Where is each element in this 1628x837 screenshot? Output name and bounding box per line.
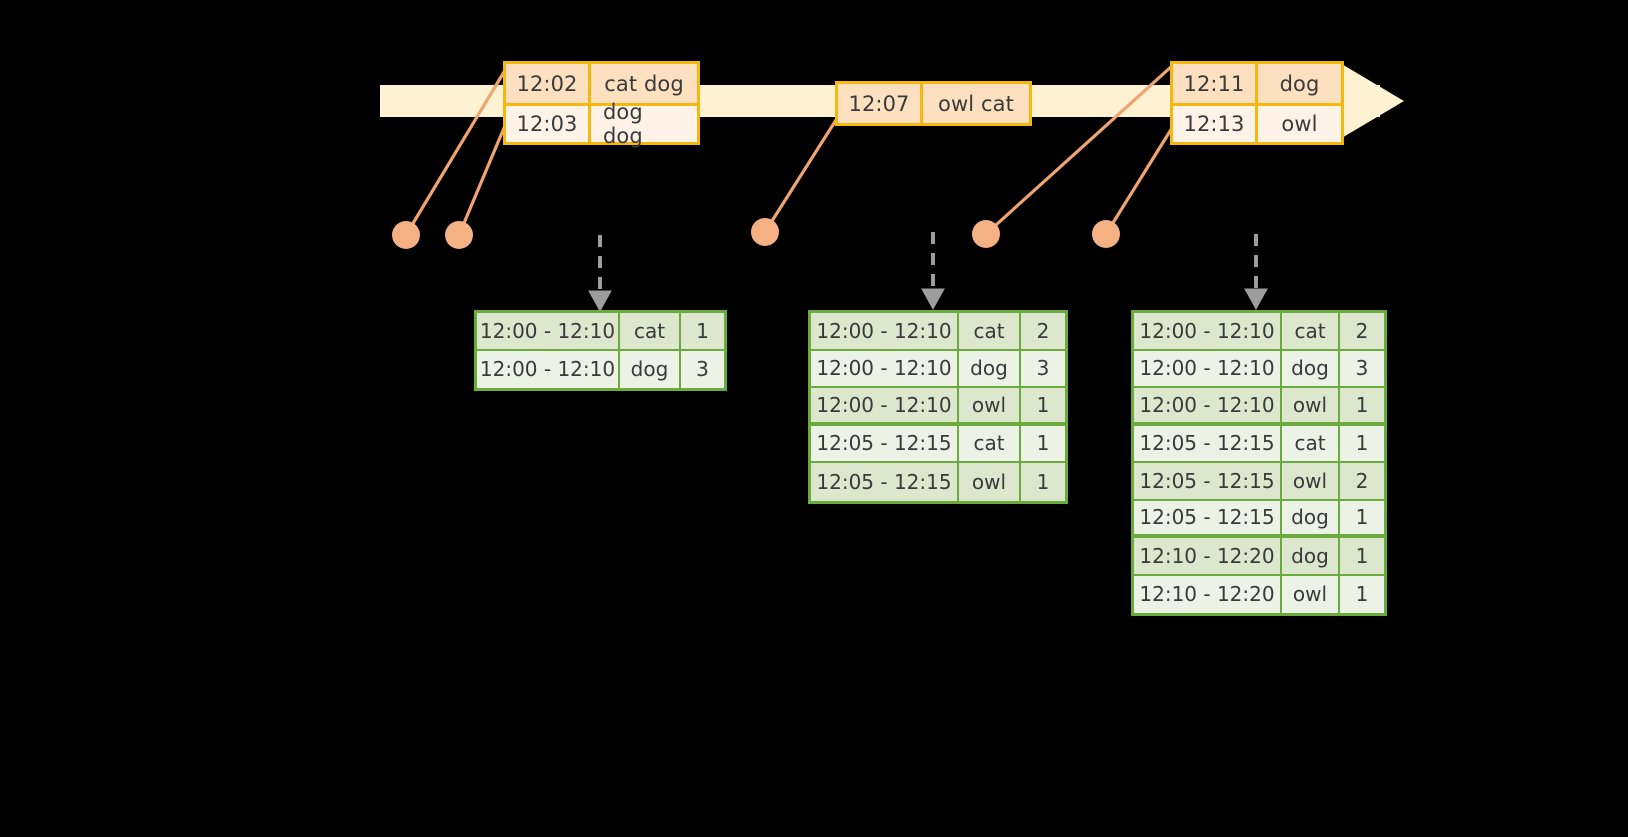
cell-key: dog (1282, 500, 1340, 538)
table-row[interactable]: 12:05 - 12:15 owl 2 (1134, 463, 1384, 501)
cell-window: 12:05 - 12:15 (811, 463, 959, 501)
cell-window: 12:05 - 12:15 (1134, 463, 1282, 501)
table-row[interactable]: 12:00 - 12:10 cat 1 (477, 313, 724, 351)
cell-key: cat (1282, 313, 1340, 351)
cell-key: owl (959, 463, 1021, 501)
event-time: 12:03 (506, 106, 591, 142)
cell-count: 1 (1021, 388, 1065, 426)
event-time: 12:02 (506, 64, 591, 103)
table-row[interactable]: 12:10 - 12:20 owl 1 (1134, 575, 1384, 613)
cell-key: owl (1282, 575, 1340, 613)
cell-count: 1 (1340, 575, 1384, 613)
dashed-arrow-3 (1244, 234, 1268, 311)
cell-window: 12:05 - 12:15 (811, 425, 959, 463)
cell-count: 2 (1340, 463, 1384, 501)
table-row[interactable]: 12:05 - 12:15 cat 1 (1134, 425, 1384, 463)
event-row[interactable]: 12:03 dog dog (506, 100, 697, 148)
table-row[interactable]: 12:00 - 12:10 owl 1 (1134, 388, 1384, 426)
stream-dot-4 (972, 220, 1000, 248)
event-time: 12:07 (838, 84, 923, 123)
event-time: 12:13 (1173, 106, 1258, 142)
cell-window: 12:05 - 12:15 (1134, 500, 1282, 538)
cell-count: 3 (1340, 350, 1384, 388)
event-group-3[interactable]: 12:11 dog 12:13 owl (1170, 61, 1344, 145)
event-row[interactable]: 12:13 owl (1173, 103, 1341, 142)
event-row[interactable]: 12:11 dog (1173, 64, 1341, 103)
event-payload: dog dog (591, 100, 697, 148)
cell-window: 12:00 - 12:10 (1134, 350, 1282, 388)
cell-key: dog (1282, 538, 1340, 576)
cell-count: 1 (1340, 500, 1384, 538)
cell-count: 1 (1340, 538, 1384, 576)
table-row[interactable]: 12:00 - 12:10 cat 2 (811, 313, 1065, 351)
table-row[interactable]: 12:00 - 12:10 dog 3 (1134, 350, 1384, 388)
event-group-2[interactable]: 12:07 owl cat (835, 81, 1032, 126)
cell-count: 2 (1340, 313, 1384, 351)
event-payload: owl (1258, 106, 1341, 142)
stream-dot-5 (1092, 220, 1120, 248)
event-row[interactable]: 12:07 owl cat (838, 84, 1029, 123)
cell-count: 1 (681, 313, 724, 351)
table-row[interactable]: 12:10 - 12:20 dog 1 (1134, 538, 1384, 576)
dashed-arrows (588, 232, 1268, 313)
cell-count: 1 (1340, 425, 1384, 463)
cell-window: 12:05 - 12:15 (1134, 425, 1282, 463)
cell-window: 12:00 - 12:10 (477, 313, 620, 351)
event-row[interactable]: 12:02 cat dog (506, 64, 697, 103)
cell-window: 12:10 - 12:20 (1134, 538, 1282, 576)
event-payload: cat dog (591, 64, 697, 103)
table-row[interactable]: 12:00 - 12:10 owl 1 (811, 388, 1065, 426)
cell-key: owl (1282, 463, 1340, 501)
cell-key: cat (1282, 425, 1340, 463)
event-payload: dog (1258, 64, 1341, 103)
dashed-arrow-1 (588, 235, 612, 313)
cell-key: owl (959, 388, 1021, 426)
stream-dot-2 (445, 221, 473, 249)
cell-count: 3 (1021, 350, 1065, 388)
cell-count: 1 (1021, 463, 1065, 501)
table-row[interactable]: 12:00 - 12:10 cat 2 (1134, 313, 1384, 351)
stream-dot-3 (751, 218, 779, 246)
cell-window: 12:00 - 12:10 (1134, 313, 1282, 351)
stream-dots (392, 218, 1120, 249)
aggregate-table-2[interactable]: 12:00 - 12:10 cat 2 12:00 - 12:10 dog 3 … (808, 310, 1068, 504)
cell-key: cat (959, 313, 1021, 351)
cell-window: 12:00 - 12:10 (811, 350, 959, 388)
cell-window: 12:00 - 12:10 (477, 350, 620, 388)
aggregate-table-1[interactable]: 12:00 - 12:10 cat 1 12:00 - 12:10 dog 3 (474, 310, 727, 391)
table-row[interactable]: 12:05 - 12:15 owl 1 (811, 463, 1065, 501)
cell-count: 2 (1021, 313, 1065, 351)
cell-window: 12:00 - 12:10 (811, 388, 959, 426)
cell-key: cat (620, 313, 681, 351)
cell-key: owl (1282, 388, 1340, 426)
event-time: 12:11 (1173, 64, 1258, 103)
cell-window: 12:10 - 12:20 (1134, 575, 1282, 613)
stream-dot-1 (392, 221, 420, 249)
aggregate-table-3[interactable]: 12:00 - 12:10 cat 2 12:00 - 12:10 dog 3 … (1131, 310, 1387, 616)
cell-key: cat (959, 425, 1021, 463)
event-payload: owl cat (923, 84, 1029, 123)
table-row[interactable]: 12:00 - 12:10 dog 3 (477, 350, 724, 388)
cell-window: 12:00 - 12:10 (811, 313, 959, 351)
cell-key: dog (620, 350, 681, 388)
cell-key: dog (1282, 350, 1340, 388)
dashed-arrow-2 (921, 232, 945, 311)
table-row[interactable]: 12:05 - 12:15 cat 1 (811, 425, 1065, 463)
cell-window: 12:00 - 12:10 (1134, 388, 1282, 426)
cell-key: dog (959, 350, 1021, 388)
cell-count: 1 (1340, 388, 1384, 426)
table-row[interactable]: 12:05 - 12:15 dog 1 (1134, 500, 1384, 538)
table-row[interactable]: 12:00 - 12:10 dog 3 (811, 350, 1065, 388)
event-group-1[interactable]: 12:02 cat dog 12:03 dog dog (503, 61, 700, 148)
cell-count: 3 (681, 350, 724, 388)
cell-count: 1 (1021, 425, 1065, 463)
